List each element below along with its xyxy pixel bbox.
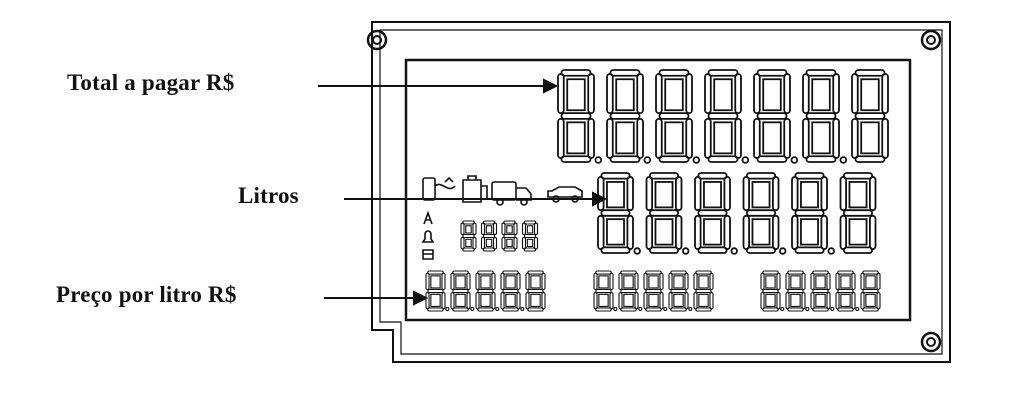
hose-nozzle-icon bbox=[422, 176, 456, 201]
total-digit bbox=[802, 69, 848, 164]
unit-price-digit bbox=[668, 270, 693, 312]
unit-price-digit bbox=[618, 270, 643, 312]
unit-price-digit bbox=[760, 270, 785, 312]
letter-a-icon bbox=[423, 210, 433, 225]
board-outline bbox=[371, 21, 951, 363]
unit-price-digit bbox=[593, 270, 618, 312]
litros-digit bbox=[597, 172, 641, 255]
litros-digit bbox=[791, 172, 835, 255]
label-litros: Litros bbox=[238, 183, 299, 208]
fuel-can-icon bbox=[462, 175, 488, 203]
screw-icon-bottom-right bbox=[920, 331, 942, 353]
small-counter-digit bbox=[460, 220, 477, 252]
unit-price-digit bbox=[475, 270, 500, 312]
total-digit bbox=[753, 69, 799, 164]
arrow-litros bbox=[344, 191, 608, 207]
litros-digit bbox=[645, 172, 690, 255]
truck-icon bbox=[491, 181, 532, 206]
unit-price-digit bbox=[643, 270, 668, 312]
tank-icon bbox=[422, 249, 434, 260]
label-total-a-pagar: Total a pagar R$ bbox=[67, 70, 235, 95]
litros-digit bbox=[839, 172, 877, 254]
unit-price-digit bbox=[525, 270, 546, 312]
total-digit bbox=[557, 69, 603, 164]
screw-icon-top-left bbox=[366, 29, 388, 51]
car-icon bbox=[547, 186, 583, 203]
lcd-window bbox=[404, 58, 912, 322]
litros-digit bbox=[742, 172, 787, 255]
arrow-total bbox=[318, 78, 559, 94]
arrow-preco bbox=[324, 290, 429, 306]
unit-price-digit bbox=[835, 270, 860, 312]
label-preco-por-litro: Preço por litro R$ bbox=[56, 282, 237, 307]
unit-price-digit bbox=[425, 270, 450, 312]
unit-price-digit bbox=[810, 270, 835, 312]
bell-icon bbox=[421, 230, 435, 243]
screw-icon-top-right bbox=[920, 29, 942, 51]
unit-price-digit bbox=[860, 270, 881, 312]
small-counter-digit bbox=[521, 220, 539, 252]
unit-price-digit bbox=[693, 270, 714, 312]
total-digit bbox=[704, 69, 750, 164]
litros-digit bbox=[694, 172, 738, 255]
total-digit bbox=[655, 69, 701, 164]
unit-price-digit bbox=[450, 270, 475, 312]
seven-segment-digits bbox=[425, 69, 889, 312]
unit-price-digit bbox=[500, 270, 525, 312]
board-inner-outline bbox=[379, 29, 943, 355]
unit-price-digit bbox=[785, 270, 810, 312]
total-digit bbox=[606, 69, 652, 164]
small-counter-digit bbox=[501, 220, 518, 252]
small-counter-digit bbox=[480, 220, 498, 252]
total-digit bbox=[851, 69, 889, 163]
